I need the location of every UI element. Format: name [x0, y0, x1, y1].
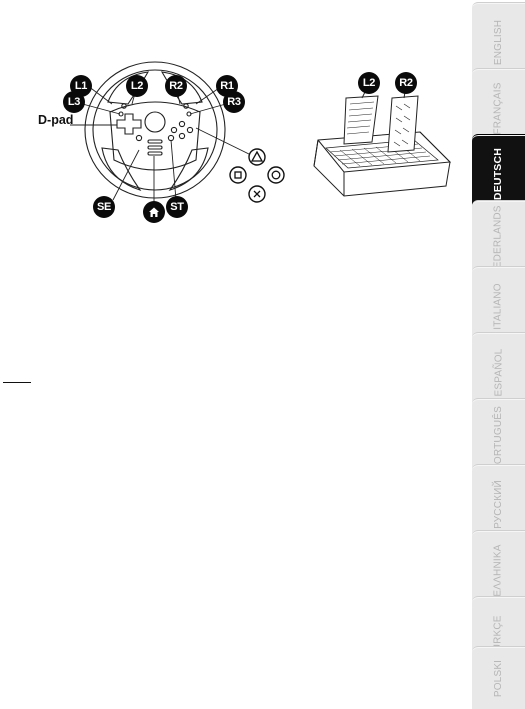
badge-r3: R3: [223, 91, 245, 113]
badge-pedal-l2: L2: [358, 72, 380, 94]
tab-espanol[interactable]: ESPAÑOL: [472, 332, 525, 411]
language-tabs: ENGLISH FRANÇAIS DEUTSCH NEDERLANDS ITAL…: [472, 0, 525, 709]
home-icon: [143, 201, 165, 223]
tab-francais[interactable]: FRANÇAIS: [472, 68, 525, 147]
circle-icon: [271, 170, 281, 180]
tab-greek[interactable]: ΕΛΛΗΝΙΚΑ: [472, 530, 525, 609]
steering-wheel: [84, 61, 226, 199]
triangle-icon: [250, 150, 264, 162]
tab-nederlands[interactable]: NEDERLANDS: [472, 200, 525, 279]
tab-deutsch[interactable]: DEUTSCH: [472, 134, 525, 213]
pedal-unit: [313, 85, 452, 197]
badge-select: SE: [93, 196, 115, 218]
badge-r2: R2: [165, 75, 187, 97]
divider-line: [3, 382, 31, 383]
cross-icon: [253, 190, 261, 198]
square-icon: [234, 171, 242, 179]
tab-portugues[interactable]: PORTUGUÊS: [472, 398, 525, 477]
badge-pedal-r2: R2: [395, 72, 417, 94]
tab-italiano[interactable]: ITALIANO: [472, 266, 525, 345]
badge-start: ST: [166, 196, 188, 218]
badge-l2: L2: [126, 75, 148, 97]
dpad-label: D-pad: [38, 113, 74, 127]
tab-polski[interactable]: POLSKI: [472, 646, 525, 709]
face-button-symbols: [234, 150, 281, 198]
tab-english[interactable]: ENGLISH: [472, 2, 525, 81]
badge-l3: L3: [63, 91, 85, 113]
face-button-diagram: [229, 148, 285, 203]
wheel-and-pedals-illustration: [70, 61, 452, 208]
tab-russian[interactable]: РУССКИЙ: [472, 464, 525, 543]
